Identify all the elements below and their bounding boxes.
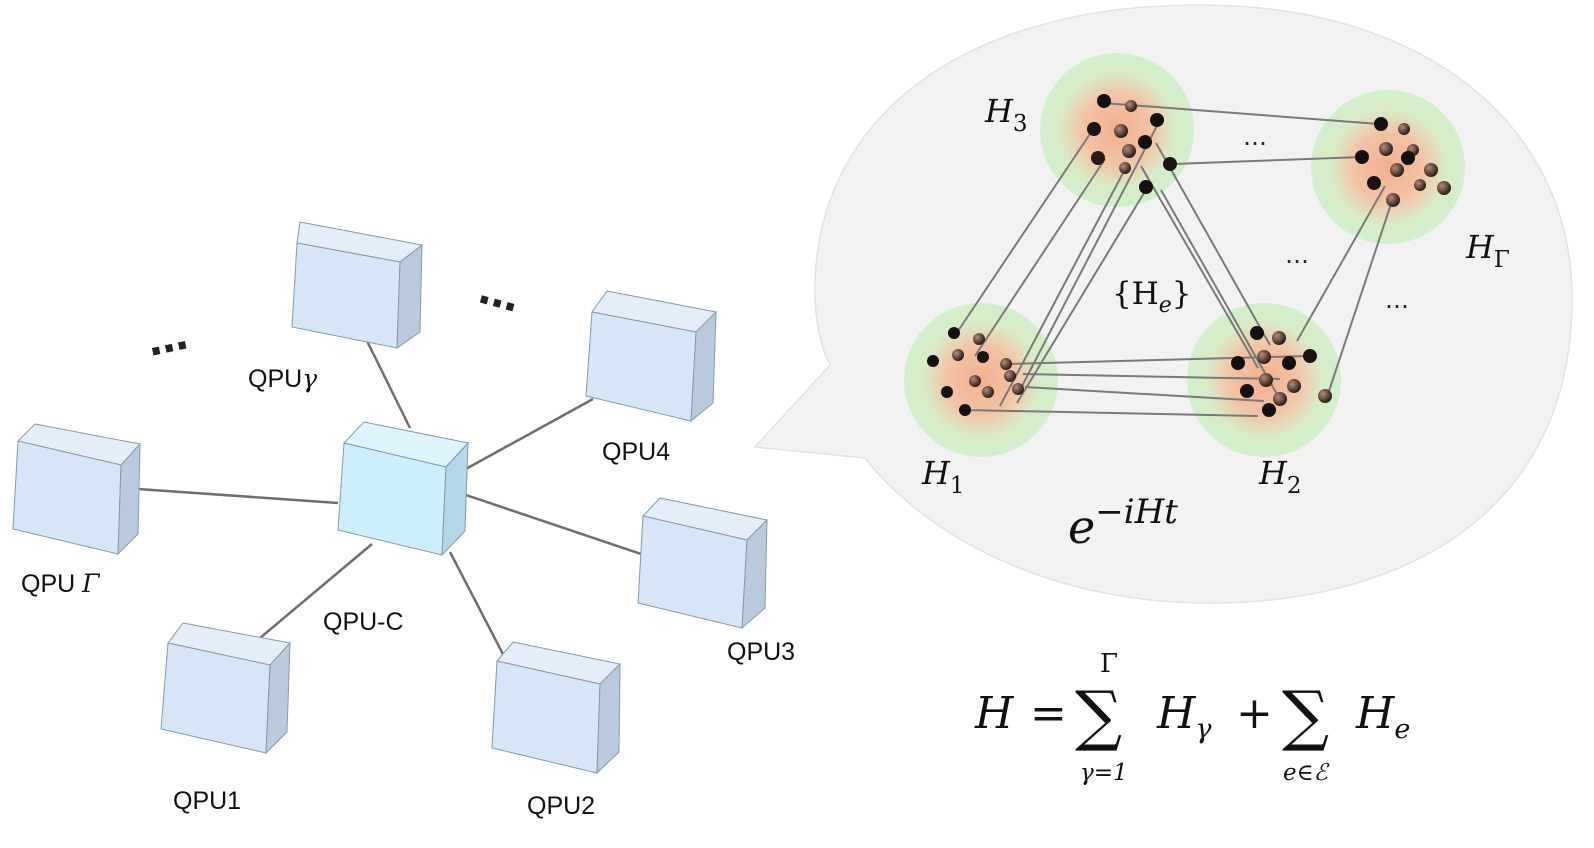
eq-lhs: H (974, 688, 1015, 739)
qpu3-box (637, 497, 769, 630)
label-qpu-central: QPU-C (323, 608, 404, 636)
label-H3: H3 (984, 92, 1028, 137)
label-qpu1: QPU1 (173, 787, 241, 815)
qpu-Gamma-box (12, 423, 141, 556)
label-HGamma: HΓ (1465, 228, 1510, 273)
label-qpu-Gamma: QPU Γ (21, 569, 101, 598)
network-links (137, 340, 645, 659)
particles (927, 94, 1451, 417)
qpu-gamma-box (291, 221, 424, 349)
interaction-edges (955, 102, 1394, 417)
label-H2: H2 (1258, 454, 1302, 499)
evolution-operator: e−iHt (1068, 492, 1178, 554)
qpu1-box (160, 622, 291, 755)
cluster-HGamma (1311, 90, 1465, 244)
ellipsis-top: … (1243, 123, 1267, 151)
eq-term1: Hγ (1156, 688, 1212, 745)
edge-set-label: {He} (1112, 276, 1192, 318)
ellipsis-middle: … (1285, 241, 1309, 269)
label-qpu-gamma: QPUγ (248, 364, 317, 393)
eq-sum1: ∑ (1075, 677, 1122, 754)
cluster-H1 (904, 303, 1058, 457)
eq-plus: + (1236, 688, 1273, 739)
label-qpu3: QPU3 (727, 638, 795, 666)
eq-sum2-lower: e∈ℰ (1283, 760, 1330, 786)
ellipsis-right: … (1385, 286, 1409, 314)
qpu2-box (491, 641, 622, 775)
eq-sum1-upper: Γ (1100, 649, 1118, 679)
eq-term2: He (1355, 688, 1410, 745)
eq-sum2: ∑ (1282, 677, 1329, 754)
hamiltonian-equation: H = ∑ Γ γ=1 Hγ + ∑ e∈ℰ He (974, 649, 1410, 786)
label-qpu4: QPU4 (602, 438, 670, 466)
qpu-central-box (337, 421, 469, 557)
label-H1: H1 (921, 454, 965, 499)
label-qpu2: QPU2 (527, 792, 595, 820)
network-ellipsis-left: ⋯ (145, 322, 194, 375)
eq-equals: = (1030, 688, 1067, 739)
qpu4-box (585, 290, 718, 423)
eq-sum1-lower: γ=1 (1080, 760, 1128, 786)
network-ellipsis-top: ⋯ (472, 277, 523, 332)
